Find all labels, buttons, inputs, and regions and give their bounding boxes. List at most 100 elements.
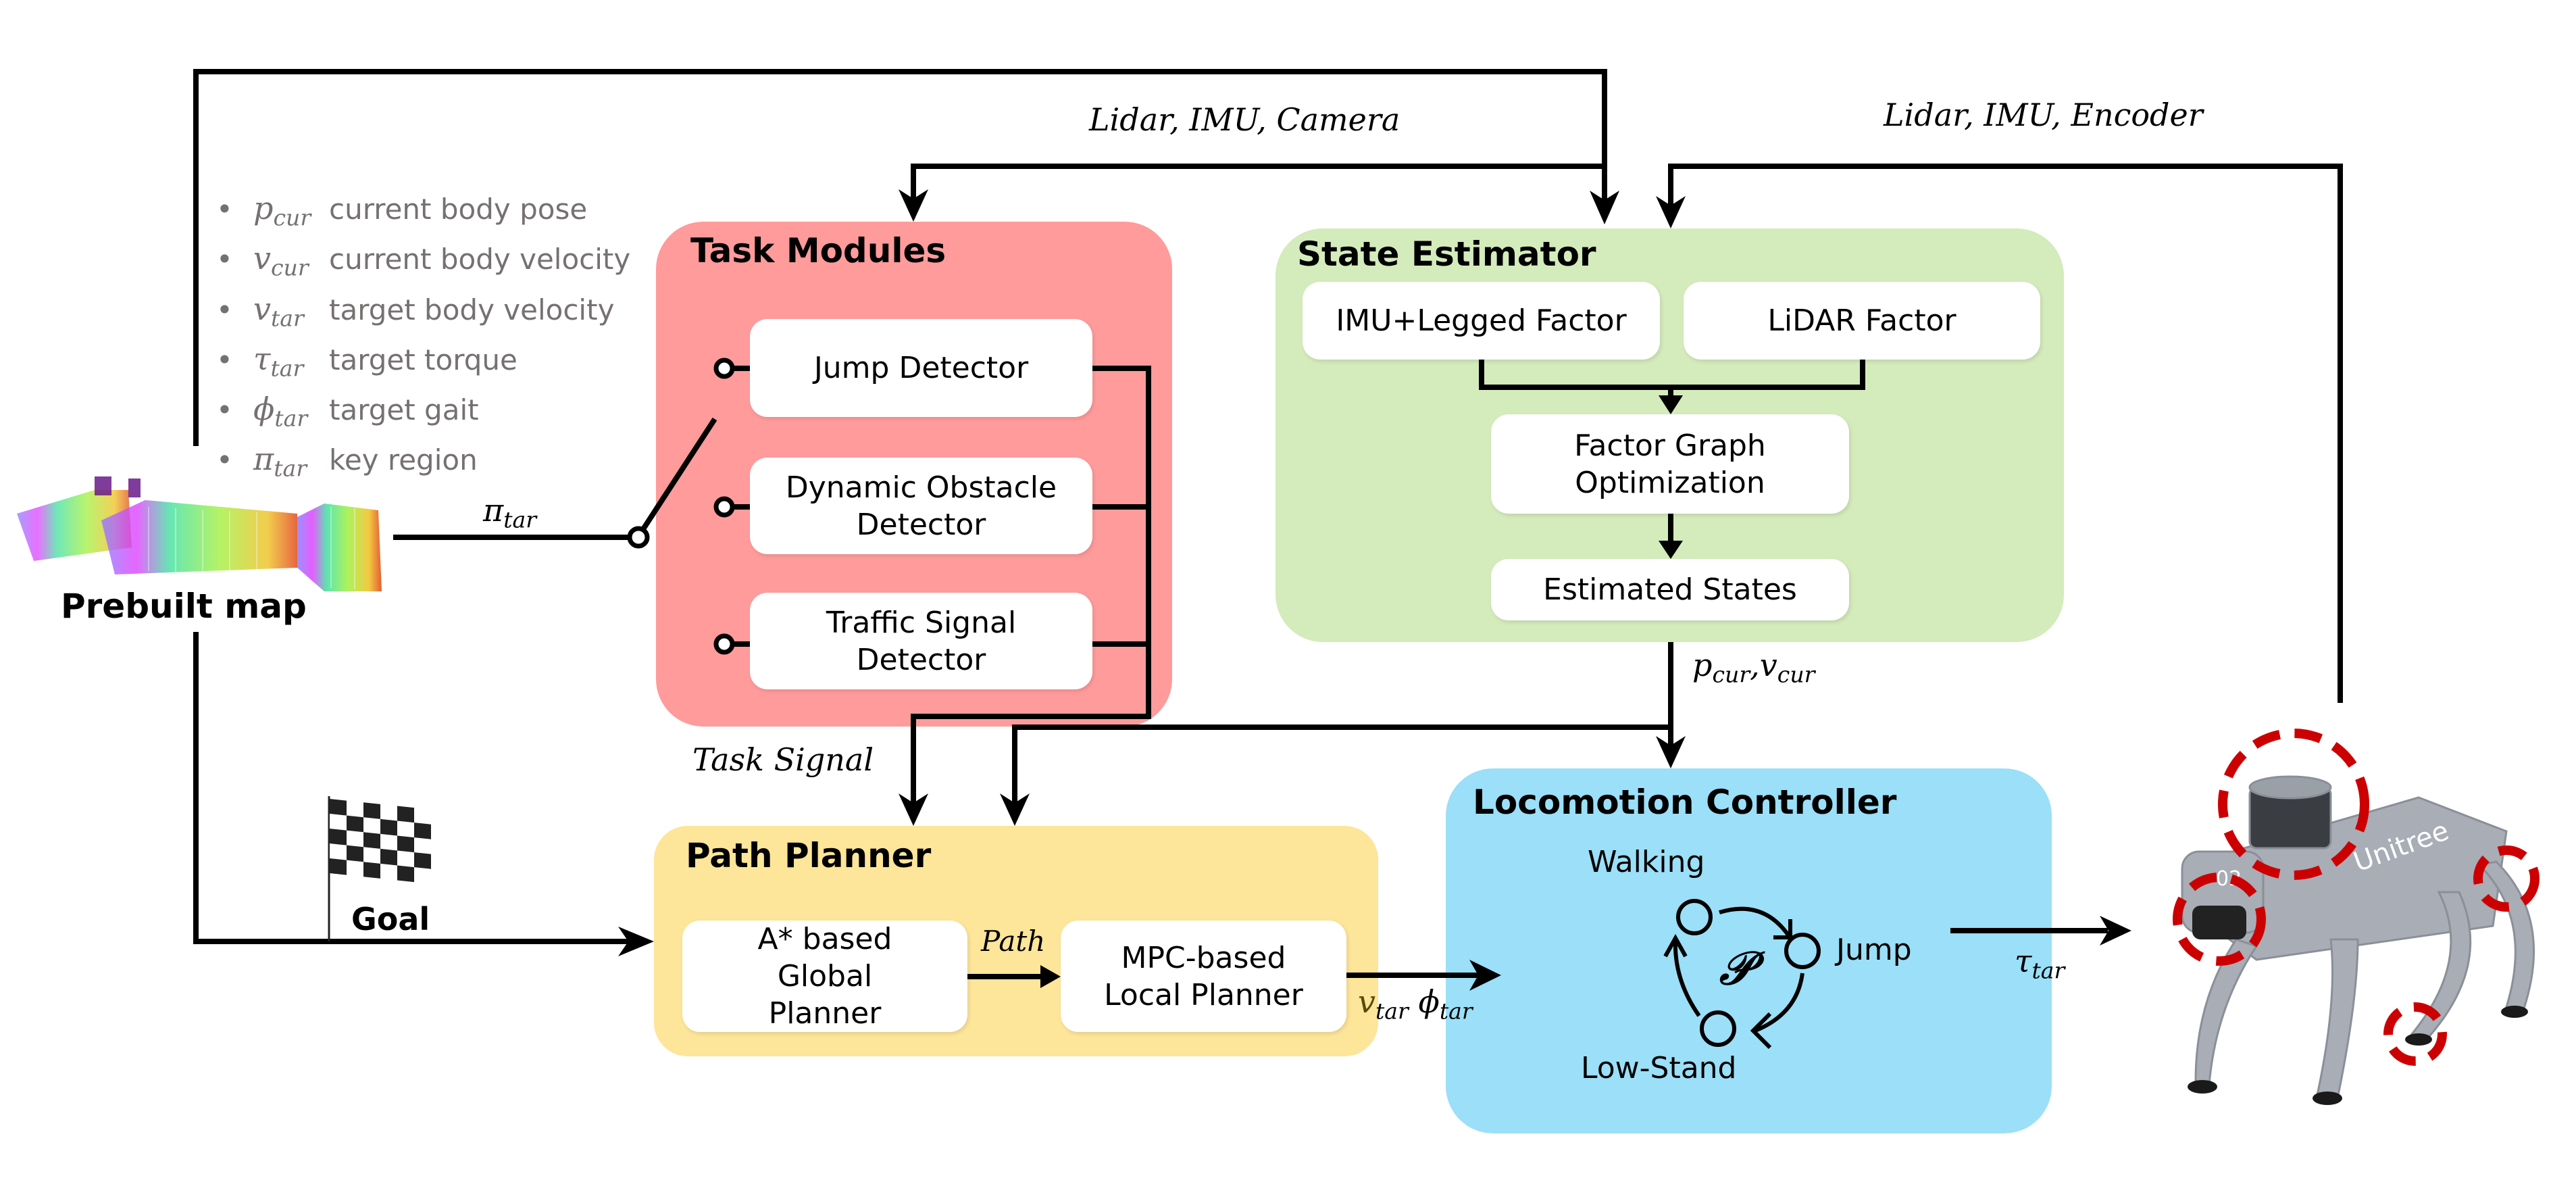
sensors-state-label: Lidar, IMU, Encoder: [1884, 97, 2203, 133]
transition-low-stand-to-walking: [1673, 940, 1701, 1017]
prebuilt-map-image: [17, 476, 382, 591]
quadruped-robot-image: Unitree 02: [2173, 729, 2540, 1105]
arrowhead-local-planner: [1040, 965, 1061, 988]
arrowhead-locomotion: [1656, 736, 1686, 768]
transition-jump-to-low-stand: [1754, 973, 1804, 1033]
legend-symbol: p: [253, 190, 274, 226]
switch-pivot: [627, 526, 650, 549]
key-region-signal-label: πtar: [483, 492, 536, 533]
arrowhead-state-estimator-a: [1590, 191, 1619, 224]
symbol-legend: • pcur current body pose • vcur current …: [216, 188, 630, 489]
subscript: tar: [1439, 998, 1473, 1025]
arrowhead-fgo: [1659, 395, 1683, 414]
subscript: tar: [2031, 957, 2065, 984]
global-planner-node: A* based Global Planner: [682, 921, 967, 1032]
switch-terminal-obstacle: [713, 496, 735, 518]
traffic-signal-detector-node: Traffic Signal Detector: [750, 593, 1092, 689]
bullet-icon: •: [216, 293, 233, 326]
legend-item: • vcur current body velocity: [216, 238, 630, 288]
transition-walking-to-jump: [1719, 906, 1791, 937]
legend-subscript: cur: [273, 204, 311, 231]
arrowhead-estimated: [1659, 541, 1683, 559]
legend-symbol: v: [253, 290, 271, 327]
legend-subscript: tar: [270, 355, 304, 382]
switch-lever: [640, 417, 717, 531]
wire-robot-sensors-to-state-estimator: [1668, 164, 2343, 703]
bullet-icon: •: [216, 193, 233, 226]
arrowhead-path-planner-goal: [618, 927, 654, 956]
mode-node-jump: [1784, 933, 1821, 969]
bullet-icon: •: [216, 343, 233, 376]
checkered-flag-icon: [328, 796, 431, 941]
planner-output-label: vtar ϕtar: [1358, 983, 1473, 1024]
legend-symbol: ϕ: [253, 391, 275, 428]
legend-symbol: π: [253, 441, 274, 478]
subscript: cur: [1777, 661, 1815, 688]
legend-text: target torque: [329, 343, 517, 376]
transition-arrowhead-walking: [1663, 933, 1688, 958]
legend-text: key region: [329, 443, 478, 477]
arrowhead-path-planner-state: [1000, 793, 1030, 826]
lidar-factor-node: LiDAR Factor: [1684, 282, 2040, 360]
wire-imu-factor: [1479, 360, 1865, 390]
legend-text: current body pose: [329, 193, 588, 226]
state-output-label: pcur,vcur: [1692, 647, 1815, 687]
task-signal-label: Task Signal: [692, 741, 874, 778]
symbol: π: [483, 492, 504, 529]
factor-graph-optimization-node: Factor Graph Optimization: [1491, 414, 1849, 514]
arrowhead-task-modules: [899, 189, 928, 222]
bullet-icon: •: [216, 243, 233, 276]
legend-symbol: τ: [253, 340, 271, 377]
subscript: tar: [503, 506, 537, 533]
switch-terminal-jump: [713, 358, 735, 379]
legend-item: • τtar target torque: [216, 339, 630, 389]
wire-state-to-path-planner: [1012, 725, 1671, 804]
separator: ,: [1750, 647, 1760, 683]
camera-highlight-ring: [2173, 873, 2266, 966]
knee-encoder-highlight-ring: [2473, 845, 2540, 912]
arrowhead-torque: [2100, 916, 2131, 946]
legend-item: • vtar target body velocity: [216, 289, 630, 339]
wire-detector-bus: [911, 366, 1151, 804]
legend-subscript: tar: [271, 304, 304, 331]
legend-symbol: v: [253, 240, 271, 277]
arrowhead-planner-out: [1469, 960, 1501, 991]
subscript: tar: [1375, 998, 1409, 1025]
mode-walking-label: Walking: [1588, 845, 1705, 879]
legend-subscript: tar: [274, 405, 308, 432]
mode-jump-label: Jump: [1836, 933, 1912, 967]
symbol: p: [1692, 647, 1713, 683]
legend-text: target body velocity: [329, 293, 615, 326]
mode-node-walking: [1676, 899, 1713, 935]
torque-label: τtar: [2015, 943, 2065, 983]
legend-item: • πtar key region: [216, 439, 630, 489]
wire-map-to-state-estimator: [193, 69, 1607, 446]
transition-arrowhead-low-stand: [1750, 1012, 1772, 1050]
symbol: ϕ: [1418, 983, 1440, 1020]
symbol: v: [1759, 647, 1777, 683]
transition-arrowhead-jump: [1773, 919, 1792, 939]
path-planner-title: Path Planner: [686, 836, 932, 875]
legend-item: • pcur current body pose: [216, 188, 630, 238]
sensors-task-label: Lidar, IMU, Camera: [1089, 101, 1400, 138]
legend-text: target gait: [329, 393, 479, 427]
foot-encoder-highlight-ring: [2383, 1002, 2447, 1066]
switch-terminal-traffic: [713, 633, 735, 655]
mode-low-stand-label: Low-Stand: [1581, 1051, 1737, 1085]
lidar-highlight-ring: [2218, 729, 2369, 880]
wire-map-to-path-planner: [193, 632, 628, 944]
legend-subscript: tar: [274, 455, 307, 482]
symbol: τ: [2015, 943, 2032, 979]
state-estimator-title: State Estimator: [1297, 235, 1596, 274]
imu-legged-factor-node: IMU+Legged Factor: [1303, 282, 1660, 360]
locomotion-controller-group: [1446, 768, 2052, 1133]
bullet-icon: •: [216, 393, 233, 427]
estimated-states-node: Estimated States: [1491, 559, 1849, 620]
prebuilt-map-label: Prebuilt map: [61, 587, 307, 626]
goal-label: Goal: [351, 901, 430, 937]
path-label: Path: [981, 925, 1046, 958]
legend-subscript: cur: [271, 254, 309, 281]
bullet-icon: •: [216, 443, 233, 477]
wire-sensors-to-task-modules: [911, 164, 1605, 199]
